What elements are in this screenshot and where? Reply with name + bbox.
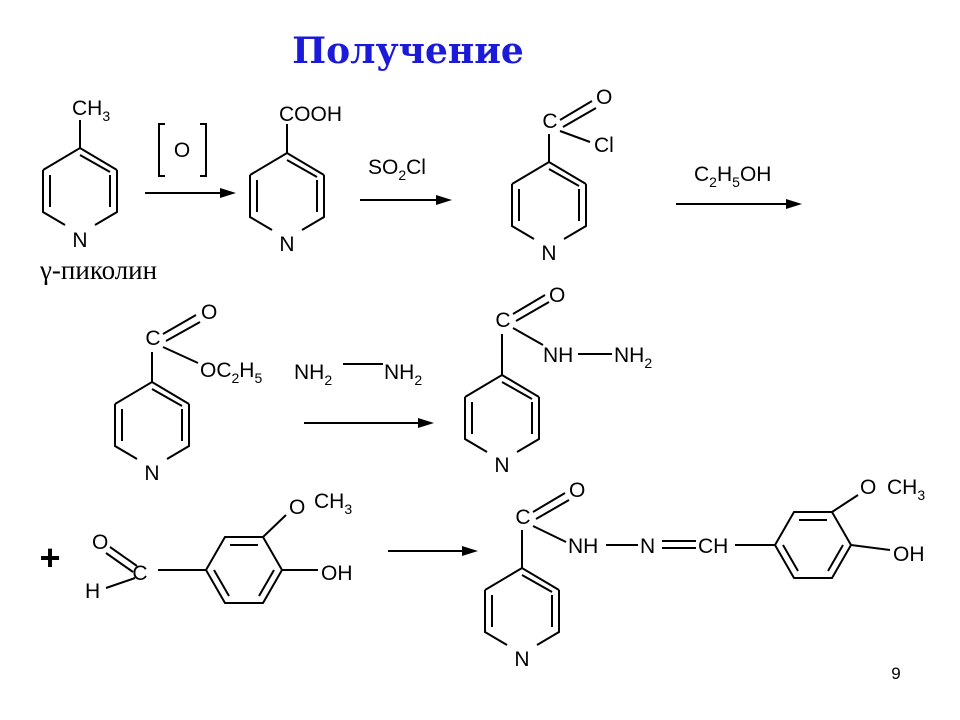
aldehyde-hydrogen-label: H: [85, 580, 100, 603]
ring-nitrogen-label: N: [279, 233, 294, 256]
oxidant-label: O: [174, 139, 190, 162]
hydrazine-nh2-left: NH2: [294, 361, 332, 388]
methoxy-ch3-label: CH3: [314, 490, 352, 517]
ring-nitrogen-label: N: [541, 242, 556, 265]
hydrazide-nh-label: NH: [543, 344, 573, 367]
molecule-ethyl-ester: N C O OC2H5: [114, 301, 262, 485]
molecule-hydrazide: N C O NH NH2: [464, 284, 652, 477]
molecule-vanillin: C O H O CH3 OH: [85, 490, 353, 604]
acyl-carbon-label: C: [542, 110, 557, 133]
hydrazide-nh2-label: NH2: [614, 344, 652, 371]
product-n-label: N: [640, 535, 655, 558]
ring-nitrogen-label: N: [514, 648, 529, 671]
reagent-ethanol-label: C2H5OH: [694, 163, 771, 190]
reagent-so2cl-label: SO2Cl: [368, 156, 426, 183]
molecule-gamma-picoline: N CH3 γ-пиколин: [39, 97, 157, 285]
page-number: 9: [891, 664, 900, 683]
arrow-condensation: [388, 546, 478, 556]
methoxy-oxygen-label: O: [289, 496, 305, 519]
gamma-picoline-label: γ-пиколин: [39, 255, 157, 285]
arrow-chlorination: SO2Cl: [360, 156, 452, 205]
aldehyde-oxygen-label: O: [92, 531, 108, 554]
acyl-oxygen-label: O: [596, 86, 612, 109]
acyl-chlorine-label: Cl: [594, 134, 614, 157]
product-ch-label: CH: [698, 535, 728, 558]
plus-sign: +: [39, 537, 60, 578]
hydrazide-oxygen-label: O: [549, 284, 565, 307]
arrow-esterification: C2H5OH: [676, 163, 802, 209]
molecule-hydrazone-product: N C O NH N CH O CH3 OH: [484, 476, 925, 671]
molecule-isonicotinic-acid: N COOH: [249, 103, 342, 256]
arrow-oxidation: O: [145, 123, 236, 198]
methyl-label: CH3: [72, 97, 110, 124]
carboxyl-label: COOH: [279, 103, 342, 126]
ethoxy-label: OC2H5: [200, 359, 262, 386]
arrow-hydrazinolysis: NH2 NH2: [294, 361, 434, 428]
ester-oxygen-label: O: [201, 301, 217, 324]
product-hydroxy-label: OH: [893, 543, 925, 566]
ring-nitrogen-label: N: [144, 462, 159, 485]
hydrazide-carbon-label: C: [495, 309, 510, 332]
product-methoxy-ch3-label: CH3: [887, 476, 925, 503]
product-carbon-label: C: [515, 506, 530, 529]
aldehyde-carbon-label: C: [132, 562, 147, 585]
product-methoxy-oxygen-label: O: [860, 476, 876, 499]
molecule-acyl-chloride: N C O Cl: [511, 86, 614, 265]
product-nh-label: NH: [568, 535, 598, 558]
ring-nitrogen-label: N: [72, 229, 87, 252]
product-oxygen-label: O: [569, 479, 585, 502]
hydroxy-label: OH: [321, 562, 353, 585]
slide-title: Получение: [292, 30, 524, 72]
ring-nitrogen-label: N: [494, 454, 509, 477]
hydrazine-nh2-right: NH2: [384, 361, 422, 388]
ester-carbon-label: C: [145, 327, 160, 350]
